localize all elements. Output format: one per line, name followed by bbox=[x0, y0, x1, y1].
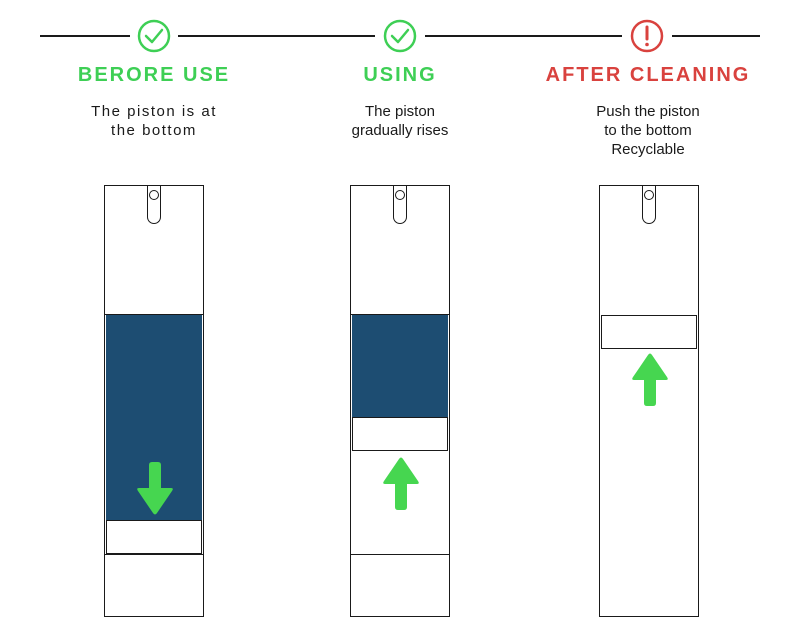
piston bbox=[106, 520, 202, 554]
check-circle-icon bbox=[137, 19, 171, 53]
arrow-down-icon bbox=[137, 462, 173, 515]
arrow-up-icon bbox=[632, 353, 668, 406]
timeline-line bbox=[40, 35, 130, 37]
timeline-line bbox=[178, 35, 375, 37]
nozzle bbox=[147, 186, 161, 224]
stage-description: The piston gradually rises bbox=[351, 103, 449, 139]
check-circle-icon bbox=[383, 19, 417, 53]
arrow-up-icon bbox=[383, 457, 419, 510]
timeline-line bbox=[425, 35, 622, 37]
nozzle bbox=[393, 186, 407, 224]
timeline-line bbox=[672, 35, 760, 37]
nozzle bbox=[642, 186, 656, 224]
piston bbox=[352, 417, 448, 451]
cap-seam bbox=[351, 314, 449, 315]
bottle-using bbox=[350, 185, 450, 617]
stage-description: The piston is at the bottom bbox=[91, 103, 217, 139]
cap-seam bbox=[105, 314, 203, 315]
stage-title: BERORE USE bbox=[77, 64, 231, 86]
base-seam bbox=[105, 554, 203, 555]
stage-description: Push the piston to the bottom Recyclable bbox=[596, 103, 700, 158]
bottle-after-cleaning bbox=[599, 185, 699, 617]
bottle-before-use bbox=[104, 185, 204, 617]
stage-title: USING bbox=[363, 64, 437, 86]
base-seam bbox=[351, 554, 449, 555]
piston bbox=[601, 315, 697, 349]
exclamation-circle-icon bbox=[630, 19, 664, 53]
liquid bbox=[352, 315, 448, 417]
stage-title: AFTER CLEANING bbox=[545, 64, 751, 86]
